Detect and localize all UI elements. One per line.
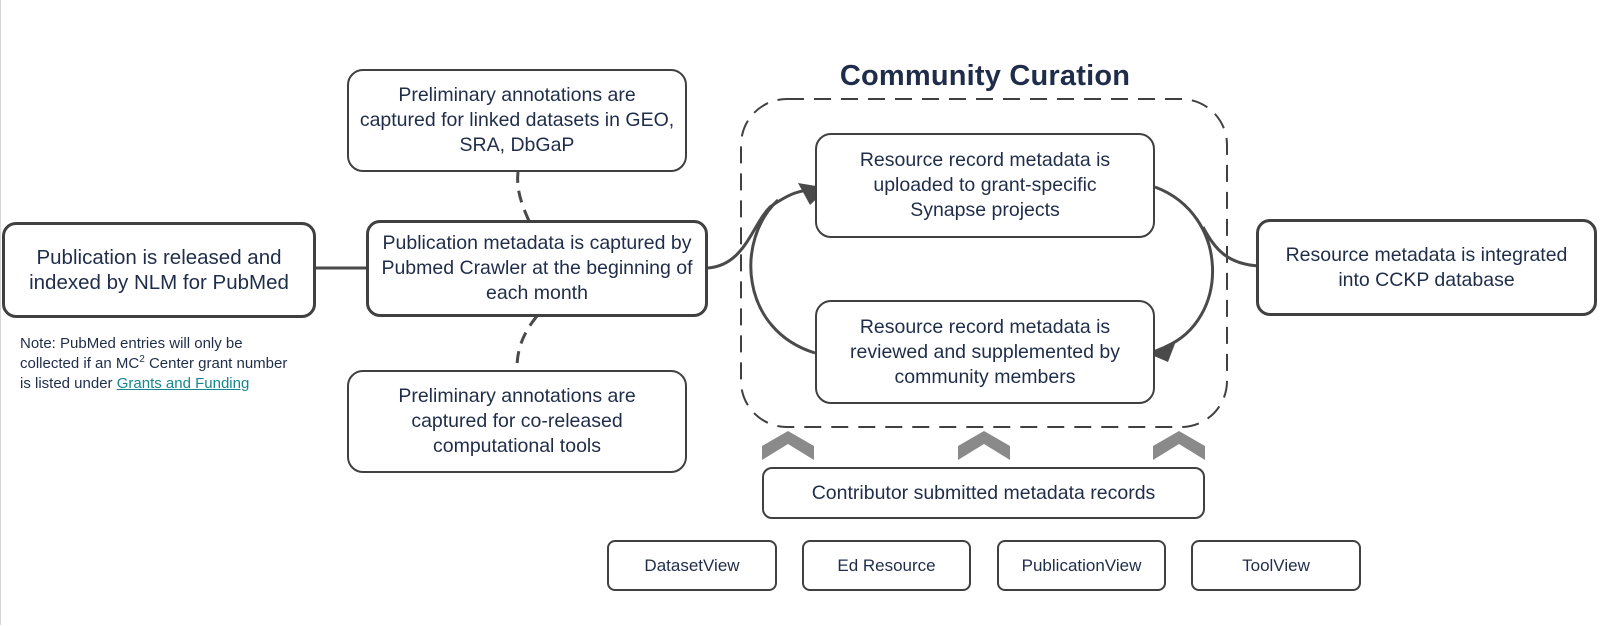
prelim-tools-box: Preliminary annotations are captured for…	[347, 370, 687, 473]
connector-to-integration	[1201, 226, 1260, 268]
page-title: Community Curation	[839, 60, 1131, 92]
integration-box: Resource metadata is integrated into CCK…	[1256, 219, 1597, 316]
metadata-captured-box: Publication metadata is captured by Pubm…	[366, 220, 708, 317]
note-superscript: 2	[139, 354, 145, 365]
loop-arc-right	[1154, 185, 1214, 349]
view-ed-resource-label: Ed Resource	[837, 556, 936, 575]
review-box: Resource record metadata is reviewed and…	[815, 300, 1155, 404]
prelim-datasets-label: Preliminary annotations are captured for…	[359, 84, 675, 156]
connector-crawler-to-datasets	[516, 171, 531, 222]
note-text-2: Center grant number is listed under	[20, 355, 288, 392]
contributor-box: Contributor submitted metadata records	[762, 467, 1205, 519]
view-toolview: ToolView	[1191, 540, 1361, 591]
loop-arc-left	[749, 198, 816, 355]
view-toolview-label: ToolView	[1242, 556, 1310, 575]
upload-label: Resource record metadata is uploaded to …	[859, 149, 1111, 221]
view-ed-resource: Ed Resource	[802, 540, 971, 591]
view-publicationview-label: PublicationView	[1021, 556, 1142, 575]
pubmed-note: Note: PubMed entries will only be collec…	[20, 334, 290, 394]
upload-box: Resource record metadata is uploaded to …	[815, 133, 1155, 238]
integration-label: Resource metadata is integrated into CCK…	[1285, 243, 1568, 291]
community-curation-region	[740, 98, 1228, 428]
connector-crawler-to-tools	[515, 315, 539, 369]
chevron-up-icon	[958, 431, 1010, 460]
arrow-crawler-to-upload	[707, 187, 819, 270]
view-datasetview-label: DatasetView	[644, 556, 740, 575]
review-label: Resource record metadata is reviewed and…	[850, 315, 1120, 388]
contributor-label: Contributor submitted metadata records	[811, 481, 1156, 504]
view-datasetview: DatasetView	[607, 540, 777, 591]
note-text-1: Note: PubMed entries will only be collec…	[20, 335, 243, 372]
chevron-up-icon	[762, 431, 814, 460]
view-publicationview: PublicationView	[997, 540, 1166, 591]
publication-released-label: Publication is released and indexed by N…	[29, 246, 289, 294]
grants-and-funding-link[interactable]: Grants and Funding	[116, 375, 250, 392]
metadata-captured-label: Publication metadata is captured by Pubm…	[381, 232, 693, 304]
prelim-datasets-box: Preliminary annotations are captured for…	[347, 69, 687, 172]
prelim-tools-label: Preliminary annotations are captured for…	[398, 385, 636, 457]
chevron-up-icon	[1153, 431, 1205, 460]
publication-released-box: Publication is released and indexed by N…	[2, 222, 316, 318]
arrowhead-review	[1147, 341, 1176, 362]
